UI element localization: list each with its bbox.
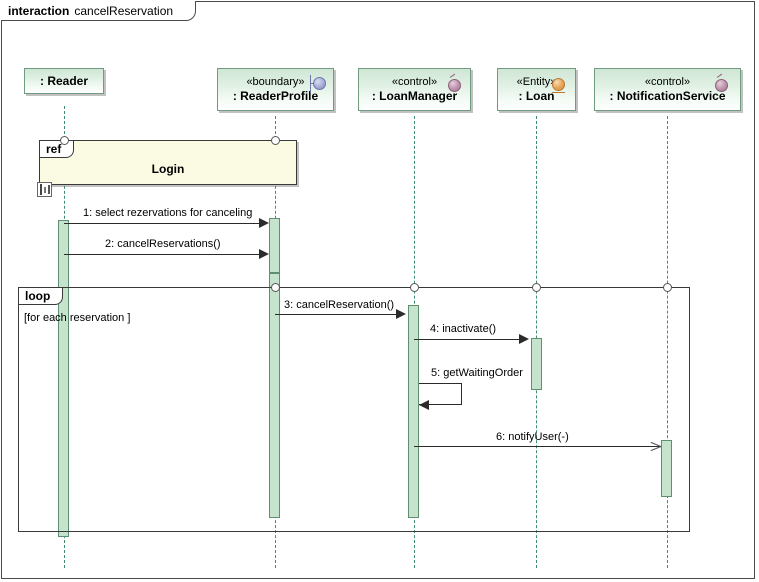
lifeline-head-loanmanager[interactable]: «control» : LoanManager — [358, 68, 471, 111]
gate-ref-reader — [60, 136, 69, 145]
gate-loop-readerprofile — [271, 283, 280, 292]
control-icon — [447, 73, 463, 93]
lifeline-stereotype-notification: «control» — [644, 76, 691, 88]
fragment-loop[interactable]: loop [for each reservation ] — [18, 287, 690, 532]
message-label-6: 6: notifyUser(-) — [496, 431, 569, 443]
lifeline-head-reader[interactable]: : Reader — [24, 68, 104, 94]
lifeline-stereotype-loan: «Entity» — [516, 76, 557, 88]
lifeline-stereotype-loanmanager: «control» — [391, 76, 438, 88]
lifeline-stereotype-readerprofile: «boundary» — [246, 76, 305, 88]
activation-reader — [58, 220, 69, 537]
message-label-2: 2: cancelReservations() — [105, 238, 221, 250]
lifeline-name-loan: : Loan — [518, 89, 555, 103]
lifeline-head-notification[interactable]: «control» : NotificationService — [594, 68, 741, 111]
lifeline-name-loanmanager: : LoanManager — [371, 89, 458, 103]
fragment-ref-operator: ref — [40, 141, 75, 158]
lifeline-head-loan[interactable]: «Entity» : Loan — [497, 68, 576, 111]
message-line-2 — [64, 254, 262, 255]
message-arrowhead-2 — [259, 249, 269, 259]
lifeline-name-readerprofile: : ReaderProfile — [232, 89, 319, 103]
ref-decoration-icon — [37, 182, 52, 197]
lifeline-head-readerprofile[interactable]: «boundary» : ReaderProfile — [217, 68, 334, 111]
message-arrowhead-3 — [396, 309, 406, 319]
frame-keyword: interaction — [8, 3, 70, 18]
message-label-3: 3: cancelReservation() — [284, 299, 395, 311]
gate-loop-notification — [663, 283, 672, 292]
gate-loop-loanmanager — [410, 283, 419, 292]
message-line-1 — [64, 223, 262, 224]
message-arrowhead-5 — [419, 400, 429, 410]
message-arrowhead-4 — [519, 334, 529, 344]
fragment-ref[interactable]: ref Login — [39, 140, 297, 185]
message-label-1: 1: select rezervations for canceling — [83, 207, 253, 219]
fragment-loop-operator: loop — [19, 288, 64, 305]
gate-ref-readerprofile — [271, 136, 280, 145]
entity-icon — [552, 78, 567, 94]
activation-loan — [531, 338, 542, 390]
lifeline-name-reader: : Reader — [39, 74, 89, 88]
activation-notification — [661, 440, 672, 497]
gate-loop-loan — [532, 283, 541, 292]
boundary-icon — [310, 75, 326, 93]
message-line-3 — [275, 314, 397, 315]
lifeline-notification — [667, 116, 668, 568]
activation-loanmanager — [408, 305, 419, 518]
activation-readerprofile-2 — [269, 273, 280, 518]
message-line-6 — [414, 446, 660, 447]
lifeline-name-notification: : NotificationService — [609, 89, 726, 103]
message-line-4 — [414, 339, 520, 340]
message-label-5: 5: getWaitingOrder — [431, 367, 523, 379]
message-arrowhead-6 — [650, 441, 662, 452]
fragment-loop-guard: [for each reservation ] — [24, 312, 131, 324]
message-self-5 — [419, 383, 462, 405]
message-label-4: 4: inactivate() — [430, 323, 497, 335]
message-arrowhead-1 — [259, 218, 269, 228]
fragment-ref-title: Login — [151, 162, 185, 176]
frame-name: cancelReservation — [74, 3, 174, 18]
interaction-frame-tab: interaction cancelReservation — [1, 1, 197, 21]
control-icon — [714, 73, 730, 93]
activation-readerprofile-1 — [269, 218, 280, 273]
